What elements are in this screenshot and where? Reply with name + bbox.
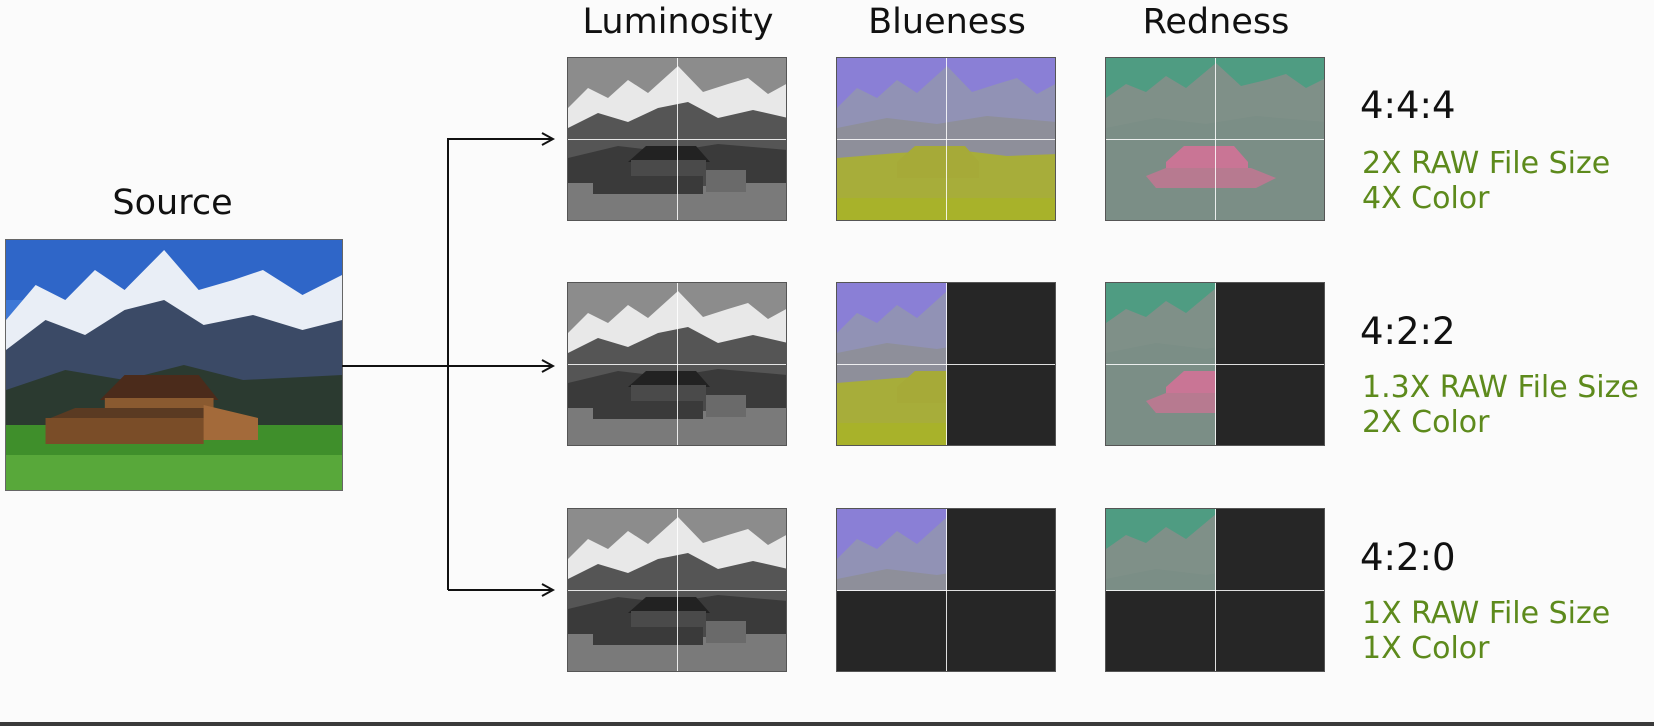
row3-luminosity-image: [567, 508, 787, 672]
row2-color: 2X Color: [1362, 405, 1490, 440]
row2-blueness-image: [836, 282, 1056, 446]
column-title-blueness: Blueness: [868, 2, 1026, 42]
row2-file-size: 1.3X RAW File Size: [1362, 370, 1639, 405]
bottom-divider: [0, 722, 1654, 726]
row3-blueness-dark-bottom: [837, 591, 1055, 671]
row3-file-size: 1X RAW File Size: [1362, 596, 1611, 631]
row3-color: 1X Color: [1362, 631, 1490, 666]
source-title: Source: [112, 183, 233, 223]
row1-color: 4X Color: [1362, 181, 1490, 216]
row2-redness-image: [1105, 282, 1325, 446]
row3-redness-image: [1105, 508, 1325, 672]
row1-luminosity-image: [567, 57, 787, 221]
row2-redness-dark-half: [1216, 283, 1324, 445]
row3-ratio: 4:2:0: [1360, 536, 1456, 579]
source-image: [5, 239, 343, 491]
row1-blueness-image: [836, 57, 1056, 221]
row2-ratio: 4:2:2: [1360, 310, 1456, 353]
row1-redness-image: [1105, 57, 1325, 221]
row2-blueness-dark-half: [947, 283, 1055, 445]
row2-luminosity-image: [567, 282, 787, 446]
row1-file-size: 2X RAW File Size: [1362, 146, 1611, 181]
row3-blueness-image: [836, 508, 1056, 672]
column-title-redness: Redness: [1142, 2, 1290, 42]
row3-redness-dark-bottom: [1106, 591, 1324, 671]
column-title-luminosity: Luminosity: [582, 2, 774, 42]
row1-ratio: 4:4:4: [1360, 84, 1456, 127]
